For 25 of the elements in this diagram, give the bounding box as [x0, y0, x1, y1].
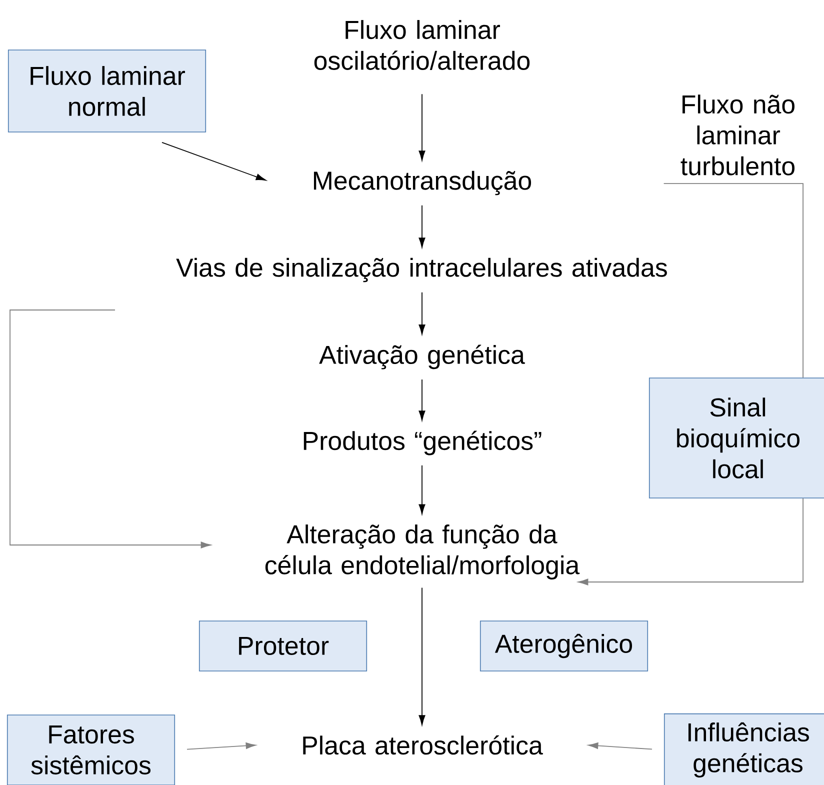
flow-text: Fluxo não laminar turbulento [680, 94, 794, 176]
input-box: Influências genéticas [664, 713, 824, 785]
arrow [418, 204, 426, 248]
arrow [588, 742, 652, 750]
input-box: Fluxo laminar normal [8, 50, 206, 132]
flow-text: Ativação genética [319, 344, 525, 370]
flow-text: Placa aterosclerótica [303, 735, 543, 755]
arrow [418, 379, 426, 421]
input-box: Protetor [198, 620, 368, 672]
arrow [418, 94, 426, 161]
input-box: Aterogênico [480, 620, 648, 672]
arrow [162, 142, 266, 181]
flow-text: Alteração da função da célula endotelial/morfologia [265, 524, 580, 580]
flow-text: Vias de sinalização intracelulares ativadas [176, 258, 667, 282]
arrow [418, 587, 426, 726]
arrow [10, 310, 211, 548]
flow-text: Fluxo laminar oscilatório/alterado [314, 20, 530, 70]
arrow [418, 464, 426, 514]
input-box: Sinal bioquímico local [648, 378, 824, 498]
flow-text: Produtos “genéticos” [304, 430, 542, 456]
arrow [418, 292, 426, 335]
arrow [186, 742, 256, 750]
arrow [578, 498, 804, 586]
input-box: Fatores sistêmicos [6, 714, 176, 785]
flow-text: Mecanotransdução [314, 170, 532, 196]
